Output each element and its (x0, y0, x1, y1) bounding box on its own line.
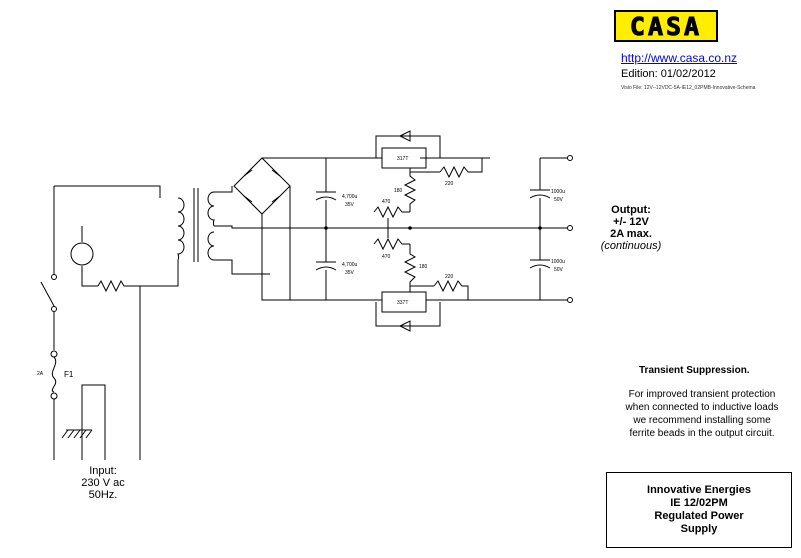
label-cout-bottom-v: 50V (554, 267, 564, 273)
transient-line: For improved transient protection (628, 389, 776, 400)
output-terminal-positive (567, 155, 573, 161)
label-pot-top: 470 (382, 199, 391, 205)
mains-switch (40, 281, 55, 307)
label-reg-pos: 317T (397, 156, 408, 162)
switch-contact-top (51, 274, 57, 280)
transformer-core (193, 188, 199, 262)
rectifier-out-wires (261, 157, 326, 301)
transient-line: we recommend installing some (633, 415, 771, 426)
cout-top (529, 189, 551, 199)
title-line: Regulated Power (654, 510, 744, 522)
primary-return (128, 260, 179, 460)
label-fuse-rating: 2A (37, 371, 44, 377)
title-line: Supply (680, 523, 718, 535)
junction-dot (324, 226, 328, 230)
casa-logo: CASA (614, 10, 718, 42)
input-line: Input: (89, 465, 117, 477)
label-fuse-name: F1 (64, 370, 74, 379)
switch-contact-bottom (51, 306, 57, 312)
positive-diode (398, 130, 411, 142)
fuse-contact-bottom (50, 392, 58, 400)
label-cout-top-val: 1000u (551, 189, 565, 195)
input-line: 50Hz. (88, 489, 118, 501)
transformer-primary (177, 197, 185, 261)
secondary-wires (214, 186, 290, 275)
transformer-secondary-2 (207, 231, 215, 261)
r180-bottom (403, 244, 417, 286)
label-r220-top: 220 (445, 181, 454, 187)
transient-line: when connected to inductive loads (625, 402, 779, 413)
input-spec: Input: 230 V ac 50Hz. (58, 465, 148, 501)
label-r180-bottom: 180 (419, 264, 428, 270)
casa-url-link[interactable]: http://www.casa.co.nz (621, 51, 738, 65)
negative-diode (398, 320, 411, 332)
cin-bottom (315, 261, 337, 271)
output-terminal-common (567, 225, 573, 231)
output-voltage: +/- 12V (613, 216, 649, 228)
edition-date: Edition: 01/02/2012 (621, 68, 716, 80)
output-label: Output: (611, 204, 651, 216)
r180-top (403, 172, 417, 212)
output-spec: Output: +/- 12V 2A max. (continuous) (590, 204, 672, 252)
earth-wire (81, 384, 106, 460)
neon-wire (81, 226, 98, 287)
label-r180-top: 180 (394, 188, 403, 194)
label-pot-bottom: 470 (382, 254, 391, 260)
label-cout-bottom-val: 1000u (551, 259, 565, 265)
r220-bottom (433, 279, 469, 300)
label-reg-neg: 337T (397, 300, 408, 306)
earth-symbol (61, 429, 93, 439)
bridge-diode-marks (243, 169, 281, 203)
transient-line: ferrite beads in the output circuit. (629, 428, 775, 439)
pot-470-top (373, 205, 410, 219)
label-cout-top-v: 50V (554, 197, 564, 203)
regulator-317t (381, 147, 427, 169)
output-current: 2A max. (610, 228, 652, 240)
r220-top (439, 158, 483, 179)
junction-dot (408, 226, 412, 230)
negative-diode-loop (375, 302, 441, 327)
mains-wire-top (54, 185, 161, 198)
neon-resistor (97, 279, 140, 293)
positive-diode-loop (375, 135, 441, 158)
transient-title: Transient Suppression. (639, 365, 750, 376)
label-cin-bottom-val: 4,700u (342, 262, 358, 268)
transient-body: For improved transient protection when c… (612, 388, 792, 440)
pot-470-bottom (373, 237, 410, 251)
transformer-secondary-1 (207, 191, 215, 227)
negative-adj (409, 285, 434, 292)
bridge-rectifier (233, 157, 291, 215)
visio-file-label: Visio File: 12V--12VDC-5A-IE12_02PMB-Inn… (621, 85, 756, 91)
logo-text: CASA (629, 11, 703, 41)
title-line: IE 12/02PM (670, 497, 728, 509)
output-terminal-negative (567, 297, 573, 303)
fuse-f1 (51, 356, 57, 393)
cin-top (315, 191, 337, 201)
regulator-337t (381, 291, 427, 313)
fuse-contact-top (50, 350, 58, 358)
label-cin-top-v: 35V (345, 202, 355, 208)
junction-dot (538, 226, 542, 230)
title-line: Innovative Energies (647, 484, 751, 496)
cout-bottom (529, 259, 551, 269)
label-r220-bottom: 220 (445, 274, 454, 280)
title-block: Innovative Energies IE 12/02PM Regulated… (606, 472, 792, 548)
label-cin-top-val: 4,700u (342, 194, 358, 200)
input-line: 230 V ac (81, 477, 125, 489)
label-cin-bottom-v: 35V (345, 270, 355, 276)
output-note: (continuous) (600, 240, 662, 252)
neon-indicator (70, 242, 94, 266)
positive-adj (409, 168, 440, 173)
